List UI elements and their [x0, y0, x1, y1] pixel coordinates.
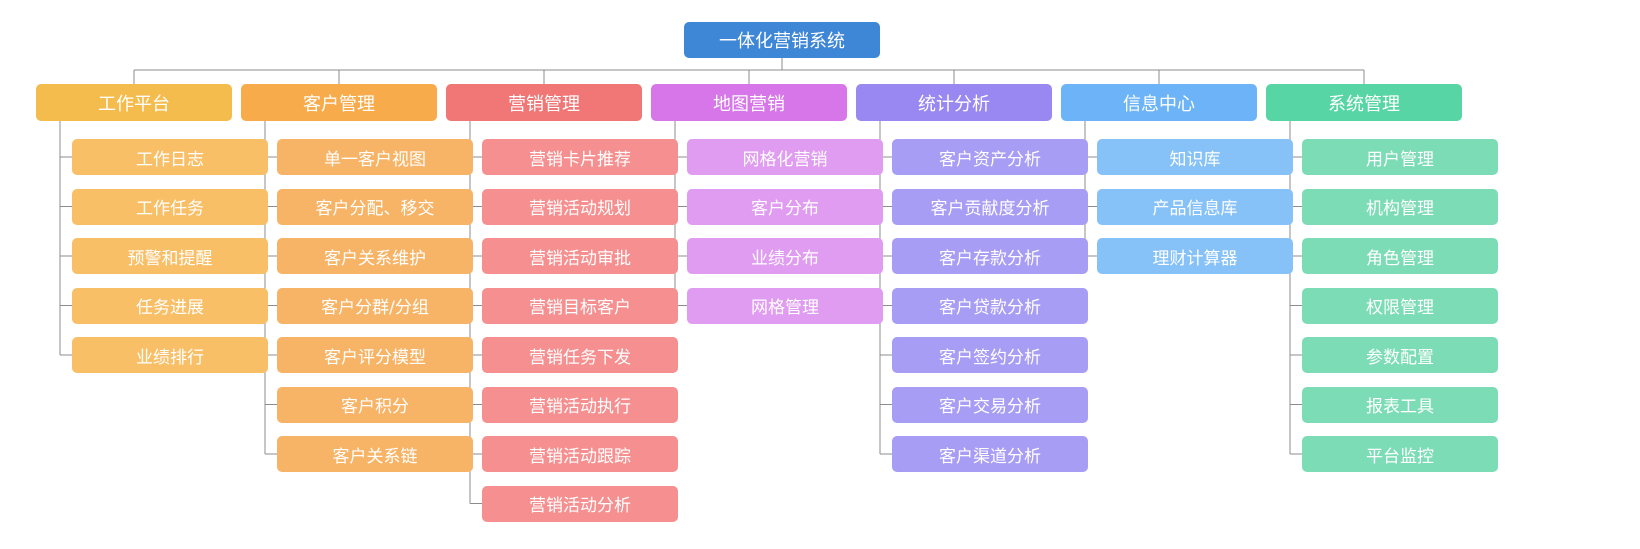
- leaf-node: 客户交易分析: [892, 386, 1088, 423]
- leaf-node: 单一客户视图: [277, 139, 473, 175]
- leaf-node: 营销卡片推荐: [482, 139, 678, 175]
- leaf-node: 客户贷款分析: [892, 287, 1088, 324]
- leaf-node: 报表工具: [1302, 386, 1498, 423]
- leaf-node: 预警和提醒: [72, 238, 268, 274]
- leaf-node: 营销任务下发: [482, 337, 678, 373]
- category-node: 客户管理: [241, 84, 437, 121]
- leaf-node: 客户签约分析: [892, 337, 1088, 373]
- category-node: 营销管理: [446, 84, 642, 121]
- category-node: 统计分析: [856, 84, 1052, 121]
- leaf-node: 平台监控: [1302, 436, 1498, 472]
- leaf-node: 理财计算器: [1097, 238, 1293, 274]
- leaf-node: 参数配置: [1302, 337, 1498, 373]
- leaf-node: 角色管理: [1302, 238, 1498, 274]
- category-node: 系统管理: [1266, 84, 1462, 121]
- category-node: 工作平台: [36, 84, 232, 121]
- leaf-node: 营销活动规划: [482, 188, 678, 225]
- leaf-node: 营销目标客户: [482, 287, 678, 324]
- leaf-node: 客户评分模型: [277, 337, 473, 373]
- leaf-node: 客户贡献度分析: [892, 188, 1088, 225]
- leaf-node: 营销活动跟踪: [482, 436, 678, 472]
- leaf-node: 客户积分: [277, 386, 473, 423]
- leaf-node: 客户渠道分析: [892, 436, 1088, 472]
- leaf-node: 客户分布: [687, 188, 883, 225]
- leaf-node: 营销活动审批: [482, 238, 678, 274]
- leaf-node: 客户存款分析: [892, 238, 1088, 274]
- leaf-node: 客户关系维护: [277, 238, 473, 274]
- leaf-node: 产品信息库: [1097, 188, 1293, 225]
- leaf-node: 客户分配、移交: [277, 188, 473, 225]
- leaf-node: 客户关系链: [277, 436, 473, 472]
- leaf-node: 营销活动分析: [482, 485, 678, 522]
- leaf-node: 权限管理: [1302, 287, 1498, 324]
- category-node: 地图营销: [651, 84, 847, 121]
- leaf-node: 任务进展: [72, 287, 268, 324]
- root-node: 一体化营销系统: [684, 22, 880, 58]
- leaf-node: 客户资产分析: [892, 139, 1088, 175]
- leaf-node: 知识库: [1097, 139, 1293, 175]
- leaf-node: 业绩分布: [687, 238, 883, 274]
- leaf-node: 机构管理: [1302, 188, 1498, 225]
- leaf-node: 客户分群/分组: [277, 287, 473, 324]
- leaf-node: 用户管理: [1302, 139, 1498, 175]
- leaf-node: 网格化营销: [687, 139, 883, 175]
- leaf-node: 工作日志: [72, 139, 268, 175]
- category-node: 信息中心: [1061, 84, 1257, 121]
- leaf-node: 营销活动执行: [482, 386, 678, 423]
- leaf-node: 网格管理: [687, 287, 883, 324]
- leaf-node: 业绩排行: [72, 337, 268, 373]
- leaf-node: 工作任务: [72, 188, 268, 225]
